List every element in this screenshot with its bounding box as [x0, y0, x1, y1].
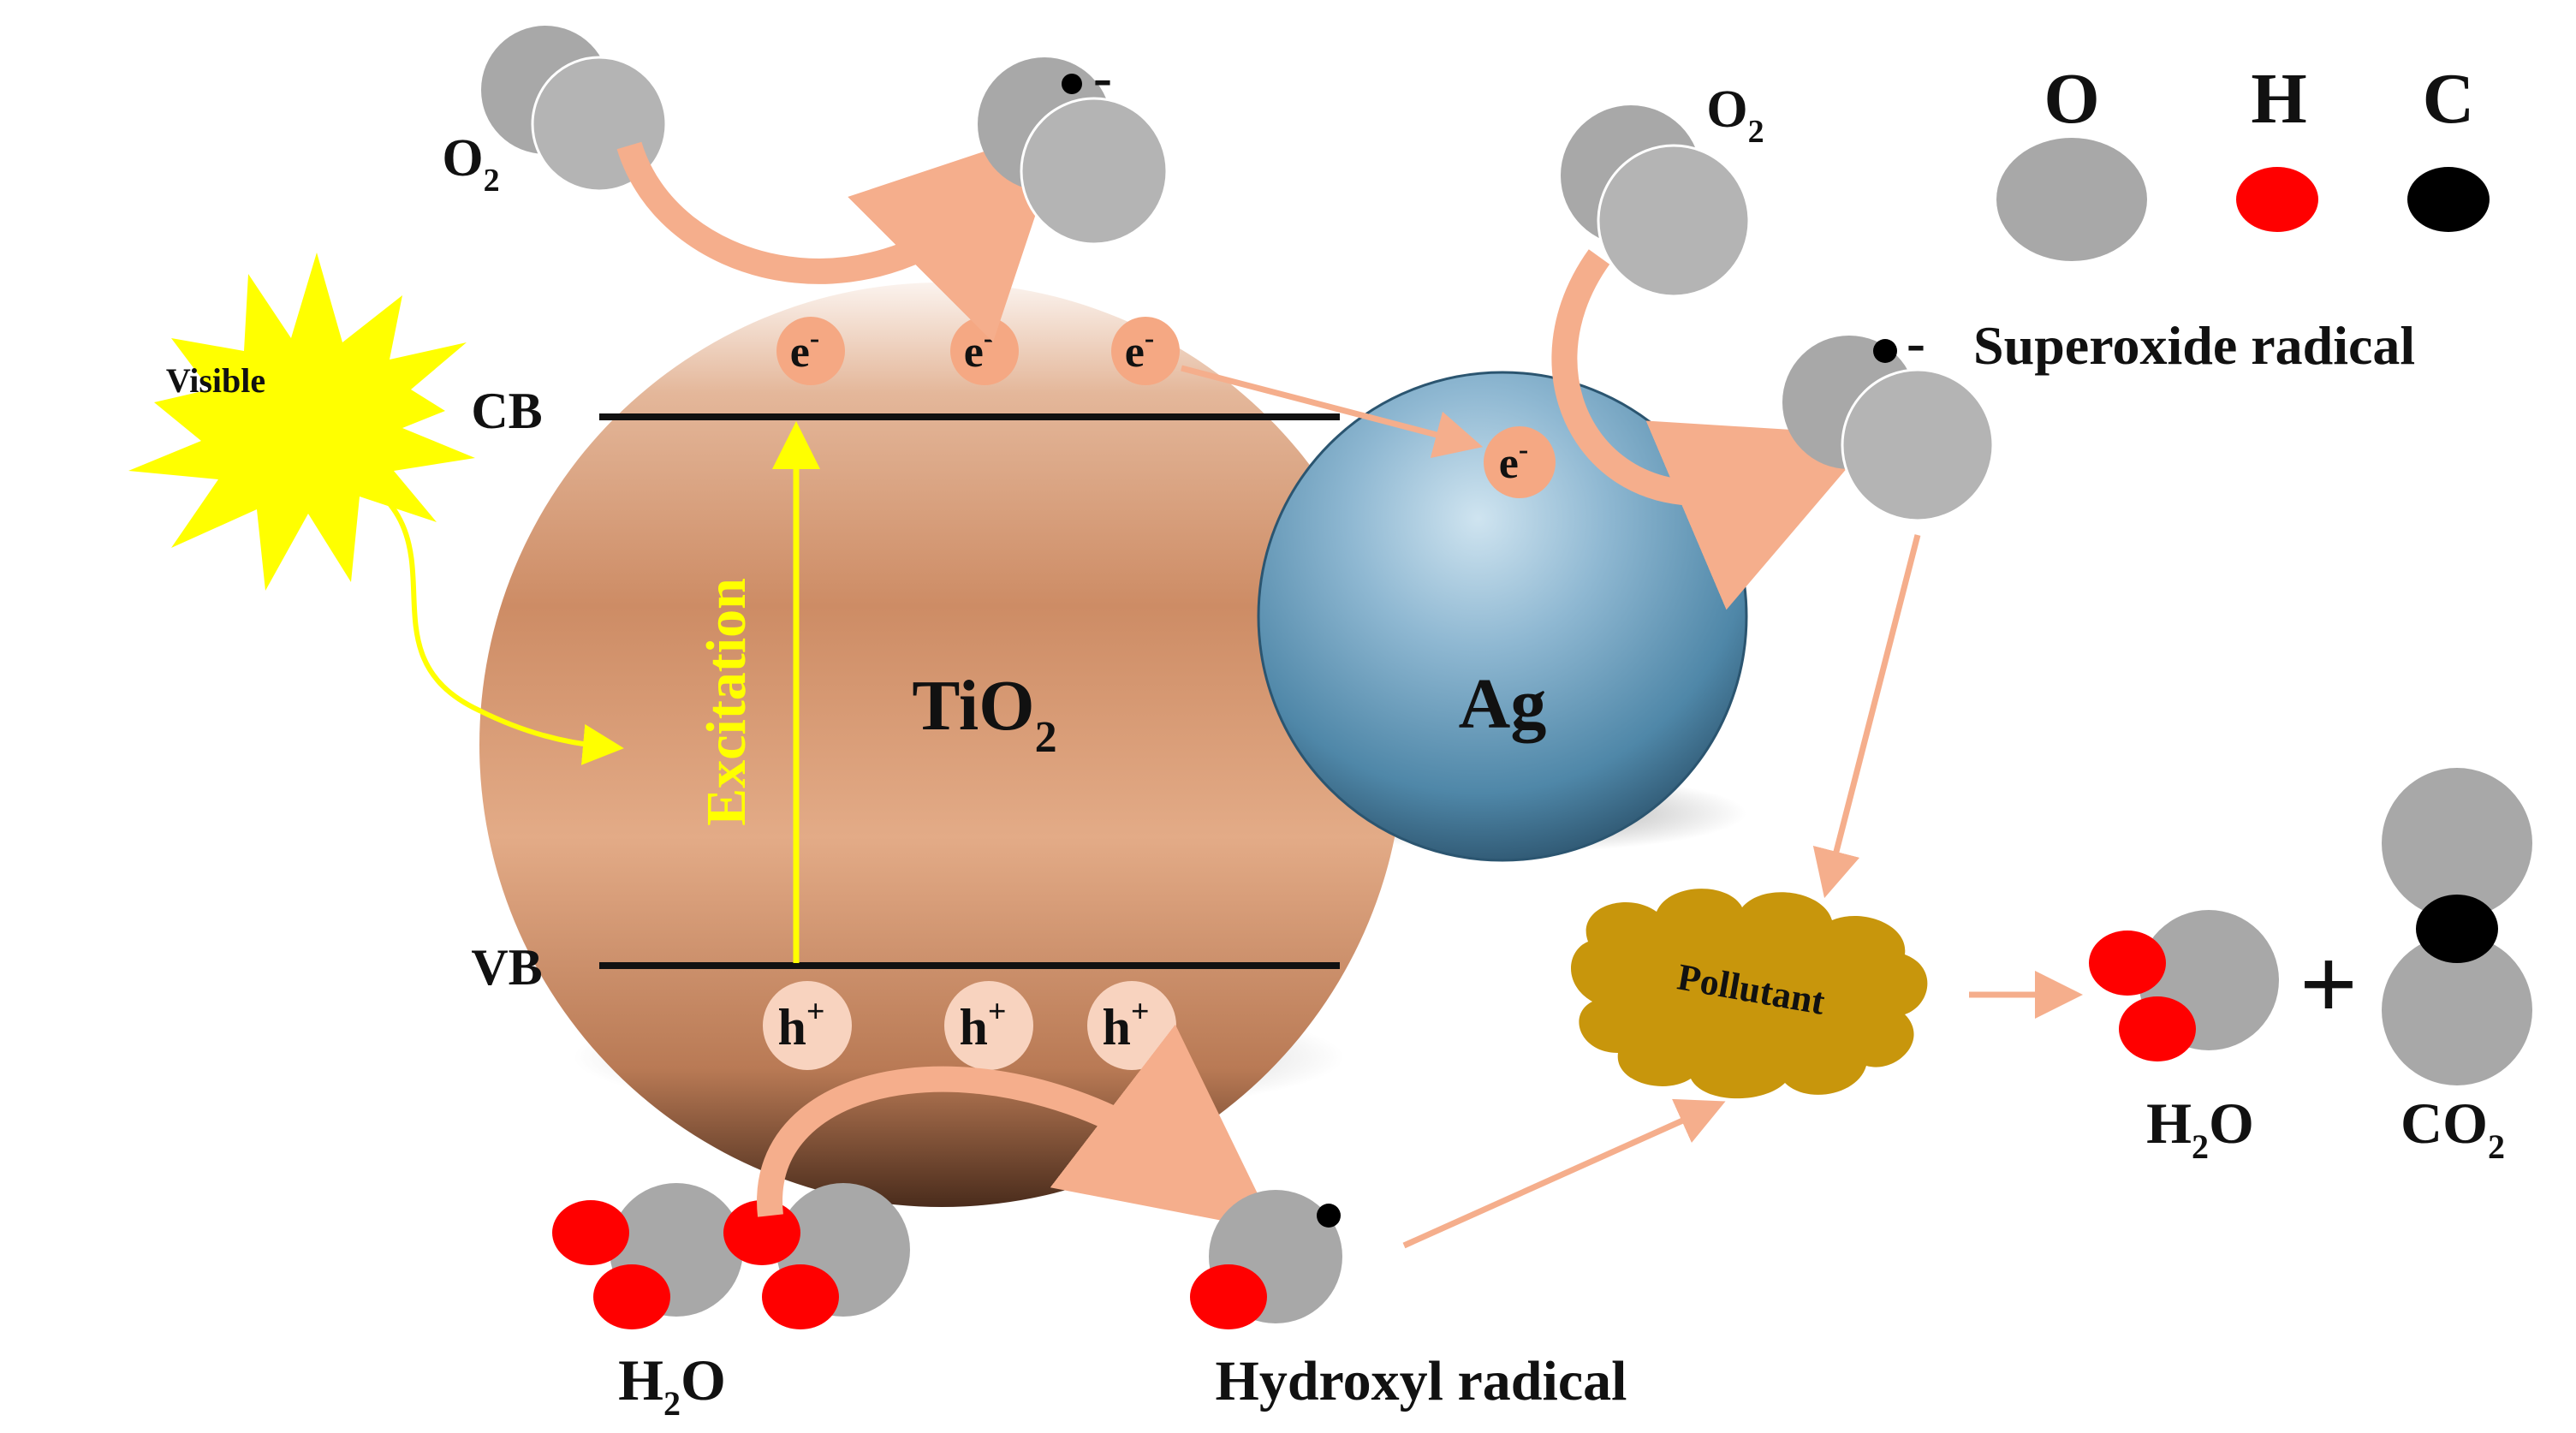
- o2-molecule-top-right: [1561, 105, 1751, 298]
- electron: e-: [950, 317, 1019, 385]
- vb-label: VB: [471, 939, 542, 996]
- svg-text:h+: h+: [959, 994, 1006, 1055]
- electron-ag: e-: [1484, 426, 1556, 498]
- o2-reduction-arrow-top: [616, 124, 1066, 342]
- water-label-left: H2O: [618, 1347, 726, 1423]
- svg-text:e-: e-: [1499, 434, 1528, 488]
- hydroxyl-radical-label: Hydroxyl radical: [1216, 1350, 1627, 1412]
- water-molecule-left: [552, 1183, 743, 1329]
- legend-hydrogen-label: H: [2251, 59, 2306, 139]
- electron-transfer-arrow: [1181, 365, 1484, 459]
- hole: h+: [763, 981, 852, 1070]
- o2-label-top-right: O2: [1706, 80, 1764, 150]
- water-oxidation-arrow: [757, 1024, 1276, 1231]
- legend-carbon-label: C: [2423, 59, 2475, 139]
- plus-sign: +: [2299, 927, 2358, 1041]
- svg-text:e-: e-: [1125, 323, 1154, 377]
- hydroxyl-to-pollutant-arrow: [1402, 1098, 1726, 1249]
- water-product-molecule: [2089, 910, 2279, 1061]
- water-molecule-right: [723, 1183, 910, 1329]
- legend-hydrogen-atom: [2236, 167, 2318, 232]
- light-curve-arrow: [336, 464, 624, 765]
- hole: h+: [944, 981, 1033, 1070]
- co2-product-label: CO2: [2400, 1091, 2505, 1166]
- superoxide-charge-top: -: [1093, 46, 1112, 109]
- o2-reduction-arrow-ag: [1551, 249, 1876, 610]
- visible-light-label: Visible: [166, 361, 265, 400]
- superoxide-radical-label: Superoxide radical: [1973, 315, 2415, 376]
- electron: e-: [1111, 317, 1180, 385]
- legend-carbon-atom: [2407, 167, 2490, 232]
- superoxide-to-pollutant-arrow: [1812, 534, 1921, 899]
- electron: e-: [776, 317, 845, 385]
- visible-light-burst: [128, 253, 475, 591]
- superoxide-charge-right: -: [1907, 312, 1925, 374]
- ag-label: Ag: [1459, 664, 1547, 744]
- svg-text:h+: h+: [777, 994, 824, 1055]
- water-product-label: H2O: [2146, 1091, 2254, 1166]
- tio2-label: TiO2: [912, 666, 1056, 762]
- co2-product-molecule: [2382, 768, 2532, 1085]
- o2-label-top-left: O2: [442, 129, 499, 199]
- legend-oxygen-atom: [1996, 138, 2147, 261]
- svg-text:e-: e-: [790, 323, 819, 377]
- superoxide-molecule-right: [1782, 336, 1995, 522]
- ag-particle: [1257, 371, 1748, 862]
- tio2-particle: [479, 282, 1404, 1207]
- hole: h+: [1087, 981, 1176, 1070]
- legend-oxygen-label: O: [2044, 59, 2099, 139]
- cb-label: CB: [471, 383, 542, 439]
- hydroxyl-radical-molecule: [1190, 1190, 1342, 1329]
- excitation-label: Excitation: [695, 578, 758, 826]
- superoxide-molecule-top: [978, 57, 1169, 246]
- pollutant-cloud: [1571, 889, 1928, 1099]
